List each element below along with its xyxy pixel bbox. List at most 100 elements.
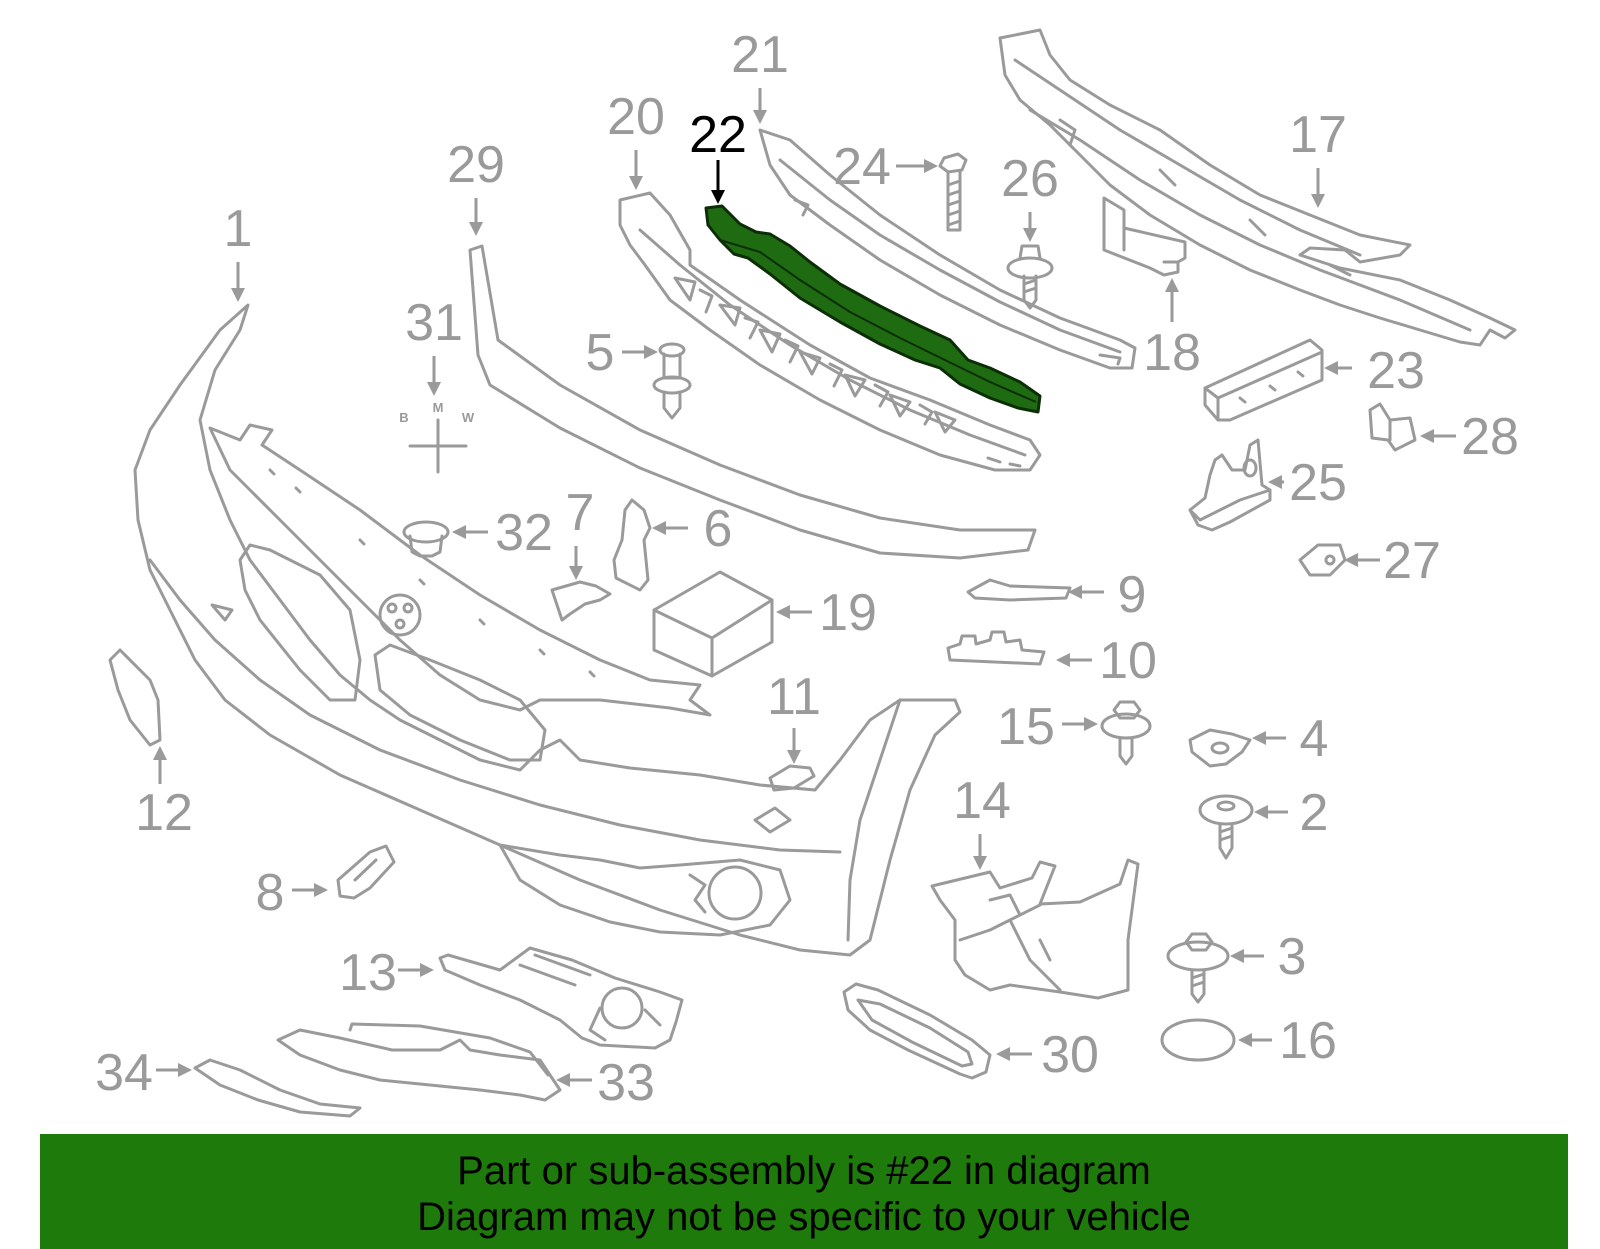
callout-4: 4 — [1252, 710, 1328, 768]
part-2-screw[interactable] — [1198, 794, 1254, 860]
callout-29: 29 — [447, 136, 505, 236]
svg-text:2: 2 — [1300, 784, 1329, 842]
callout-6: 6 — [652, 500, 732, 558]
part-12-side-reflector[interactable] — [108, 648, 162, 747]
part-24-bolt[interactable] — [938, 152, 968, 232]
callout-5: 5 — [586, 324, 658, 382]
callout-14: 14 — [953, 772, 1011, 870]
part-26-screw[interactable] — [1006, 244, 1054, 310]
callout-13: 13 — [339, 944, 434, 1002]
callout-9: 9 — [1068, 566, 1146, 624]
part-20-energy-absorber[interactable] — [618, 191, 1042, 472]
callout-8: 8 — [256, 864, 328, 922]
callout-23: 23 — [1324, 342, 1425, 400]
svg-text:W: W — [462, 410, 475, 425]
part-7-bracket[interactable] — [550, 580, 612, 622]
part-30-reflector-frame[interactable] — [842, 982, 992, 1080]
part-33-trim-strip[interactable] — [276, 1022, 562, 1102]
callout-17: 17 — [1289, 106, 1347, 208]
part-4-clip-nut[interactable] — [1188, 728, 1252, 768]
svg-text:34: 34 — [95, 1044, 153, 1102]
callout-3: 3 — [1230, 928, 1306, 986]
part-23-bracket[interactable] — [1203, 338, 1324, 422]
callout-1: 1 — [224, 200, 253, 302]
callout-28: 28 — [1420, 408, 1519, 466]
svg-text:22: 22 — [689, 106, 747, 164]
callout-21: 21 — [731, 26, 789, 124]
callout-24: 24 — [833, 138, 938, 196]
svg-text:13: 13 — [339, 944, 397, 1002]
part-27-clip[interactable] — [1298, 543, 1347, 577]
svg-text:16: 16 — [1279, 1012, 1337, 1070]
svg-text:25: 25 — [1289, 454, 1347, 512]
part-25-mount-bracket[interactable] — [1188, 438, 1272, 532]
svg-text:28: 28 — [1461, 408, 1519, 466]
part-17-bumper-carrier[interactable] — [998, 28, 1517, 347]
svg-text:8: 8 — [256, 864, 285, 922]
svg-text:18: 18 — [1143, 324, 1201, 382]
part-21-absorber-strip[interactable] — [758, 128, 1137, 370]
callout-12: 12 — [135, 746, 193, 842]
part-16-seal-ring[interactable] — [1160, 1018, 1236, 1062]
part-3-screw[interactable] — [1166, 932, 1230, 1004]
svg-text:31: 31 — [405, 294, 463, 352]
svg-text:9: 9 — [1118, 566, 1147, 624]
svg-text:3: 3 — [1278, 928, 1307, 986]
part-22-highlighted-strip[interactable] — [704, 204, 1042, 414]
part-34-trim-strip[interactable] — [193, 1058, 362, 1118]
svg-text:23: 23 — [1367, 342, 1425, 400]
svg-text:11: 11 — [767, 668, 821, 726]
part-9-trim-piece[interactable] — [966, 578, 1072, 602]
callout-30: 30 — [996, 1026, 1099, 1084]
svg-text:21: 21 — [731, 26, 789, 84]
part-29-trim-strip[interactable] — [468, 244, 1037, 560]
part-14-arch-bracket[interactable] — [930, 858, 1140, 1000]
callout-32: 32 — [452, 504, 553, 562]
part-8-bracket[interactable] — [336, 844, 396, 900]
callout-33: 33 — [556, 1054, 655, 1112]
part-31-bmw-badge[interactable]: B M W — [399, 400, 475, 474]
banner-line-disclaimer: Diagram may not be specific to your vehi… — [417, 1195, 1191, 1239]
callout-11: 11 — [767, 668, 821, 764]
banner-line-part: Part or sub-assembly is #22 in diagram — [457, 1149, 1151, 1193]
svg-text:24: 24 — [833, 138, 891, 196]
callout-10: 10 — [1056, 632, 1157, 690]
part-19-box[interactable] — [652, 570, 774, 678]
callout-15: 15 — [997, 698, 1098, 756]
svg-text:M: M — [433, 400, 444, 415]
part-6-bracket[interactable] — [612, 498, 652, 592]
part-32-grommet[interactable] — [402, 520, 450, 558]
part-1-bumper-cover[interactable] — [133, 303, 962, 957]
callout-26: 26 — [1001, 150, 1059, 242]
callout-34: 34 — [95, 1044, 192, 1102]
callout-19: 19 — [776, 584, 877, 642]
svg-text:27: 27 — [1383, 532, 1441, 590]
callout-18: 18 — [1143, 278, 1201, 382]
svg-text:14: 14 — [953, 772, 1011, 830]
callout-20: 20 — [607, 88, 665, 190]
svg-text:17: 17 — [1289, 106, 1347, 164]
part-5-push-clip[interactable] — [652, 342, 692, 420]
svg-text:19: 19 — [819, 584, 877, 642]
part-13-fog-bezel[interactable] — [438, 946, 684, 1050]
svg-text:15: 15 — [997, 698, 1055, 756]
svg-text:30: 30 — [1041, 1026, 1099, 1084]
part-10-trim-piece[interactable] — [946, 630, 1046, 666]
part-11-insert[interactable] — [768, 764, 816, 792]
svg-text:32: 32 — [495, 504, 553, 562]
callout-16: 16 — [1238, 1012, 1337, 1070]
part-18-bracket[interactable] — [1102, 196, 1187, 277]
callout-7: 7 — [566, 484, 594, 580]
callout-22: 22 — [689, 106, 747, 204]
svg-text:4: 4 — [1300, 710, 1329, 768]
part-28-small-bracket[interactable] — [1368, 402, 1417, 452]
info-banner: Part or sub-assembly is #22 in diagram D… — [40, 1134, 1568, 1249]
svg-text:33: 33 — [597, 1054, 655, 1112]
svg-text:1: 1 — [224, 200, 253, 258]
callout-2: 2 — [1254, 784, 1328, 842]
svg-text:29: 29 — [447, 136, 505, 194]
part-15-screw[interactable] — [1100, 700, 1152, 766]
svg-text:10: 10 — [1099, 632, 1157, 690]
svg-text:12: 12 — [135, 784, 193, 842]
